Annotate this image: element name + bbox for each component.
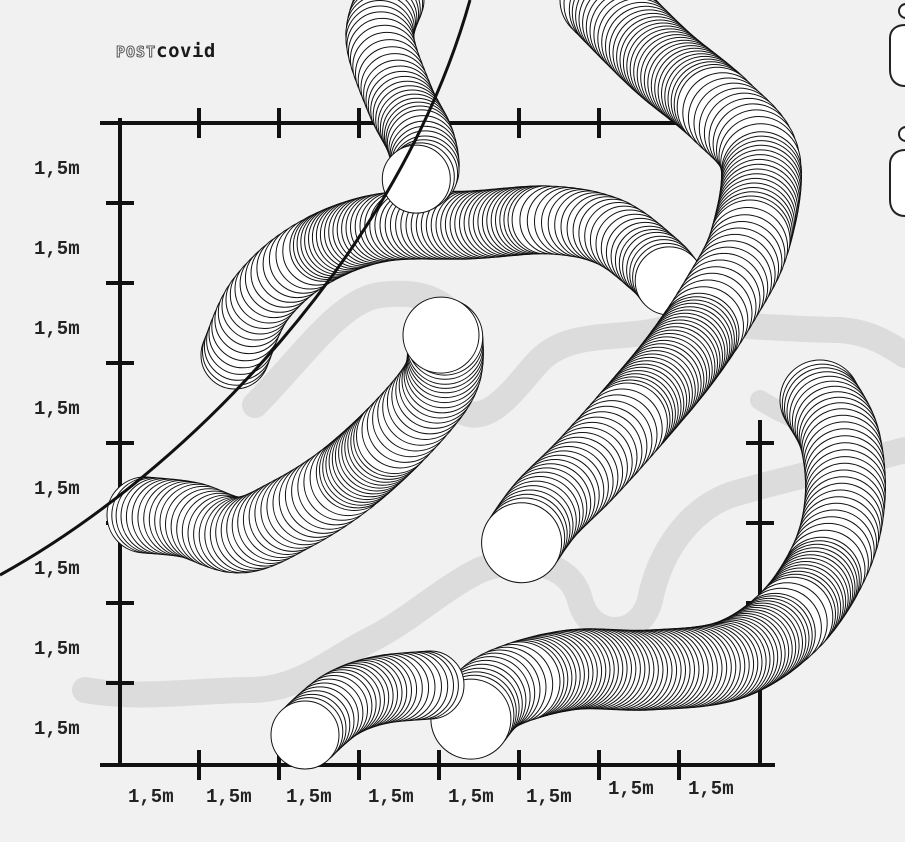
y-label-4: 1,5m bbox=[34, 398, 80, 420]
person-icon-upper bbox=[890, 4, 905, 86]
person-icon-lower bbox=[890, 127, 905, 216]
x-label-4: 1,5m bbox=[368, 786, 414, 808]
y-label-8: 1,5m bbox=[34, 718, 80, 740]
worm-top bbox=[346, 0, 459, 213]
brand-word: covid bbox=[156, 40, 216, 62]
x-label-3: 1,5m bbox=[286, 786, 332, 808]
worm-segment bbox=[271, 701, 339, 769]
worm-segment bbox=[482, 503, 562, 583]
x-label-5: 1,5m bbox=[448, 786, 494, 808]
x-label-8: 1,5m bbox=[688, 778, 734, 800]
y-label-6: 1,5m bbox=[34, 558, 80, 580]
y-label-2: 1,5m bbox=[34, 238, 80, 260]
x-label-2: 1,5m bbox=[206, 786, 252, 808]
worm-segment bbox=[382, 145, 450, 213]
worm-segment bbox=[403, 297, 479, 373]
worm-middle bbox=[107, 297, 483, 573]
y-label-3: 1,5m bbox=[34, 318, 80, 340]
x-label-7: 1,5m bbox=[608, 778, 654, 800]
brand-logo: POSTcovid bbox=[116, 40, 216, 62]
y-label-7: 1,5m bbox=[34, 638, 80, 660]
x-label-1: 1,5m bbox=[128, 786, 174, 808]
worms bbox=[107, 0, 886, 769]
y-label-1: 1,5m bbox=[34, 158, 80, 180]
x-label-6: 1,5m bbox=[526, 786, 572, 808]
y-label-5: 1,5m bbox=[34, 478, 80, 500]
brand-prefix: POST bbox=[116, 43, 156, 61]
